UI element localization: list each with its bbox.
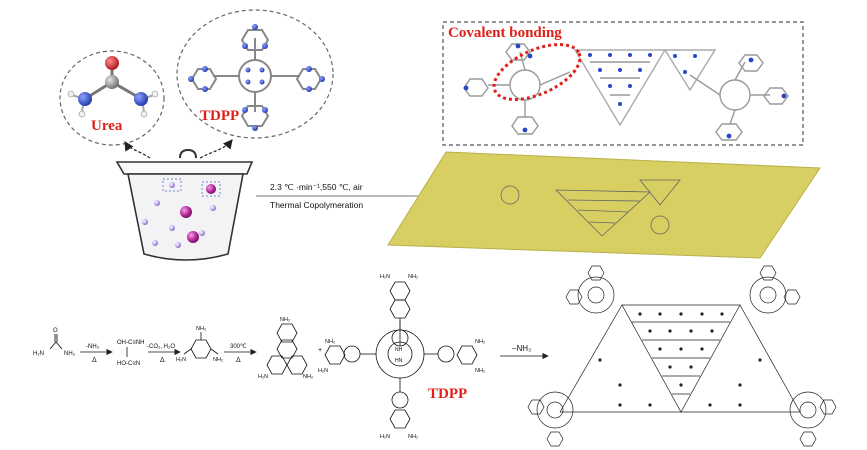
svg-text:NH₂: NH₂	[408, 434, 418, 440]
product-network	[527, 265, 837, 447]
svg-text:NH₂: NH₂	[475, 339, 485, 345]
heptazine-product	[266, 323, 308, 375]
urea-h2n: H₂N	[33, 351, 44, 357]
svg-text:NH: NH	[395, 347, 403, 353]
svg-text:Δ: Δ	[92, 357, 97, 364]
svg-text:+: +	[318, 347, 322, 354]
svg-text:H₂N: H₂N	[318, 368, 328, 374]
svg-text:NH₂: NH₂	[408, 274, 418, 280]
step1-label: -NH₃	[86, 344, 100, 350]
svg-text:NH₂: NH₂	[196, 326, 206, 332]
step2-label: -CO₂, H₂O	[147, 344, 175, 350]
svg-text:O: O	[53, 328, 58, 334]
arrow-to-urea	[124, 140, 151, 159]
urea-nh2: NH₂	[64, 351, 76, 357]
svg-text:Δ: Δ	[236, 357, 241, 364]
svg-text:NH₂: NH₂	[475, 368, 485, 374]
heptazine-structure	[183, 332, 219, 359]
crucible-icon	[115, 148, 254, 261]
tdpp-n-atoms	[188, 24, 325, 131]
svg-text:H₂N: H₂N	[258, 374, 268, 380]
svg-text:H₂N: H₂N	[380, 274, 390, 280]
tdpp-top-label: TDPP	[200, 108, 239, 124]
network-structure-icon	[463, 43, 789, 141]
urea-structure: O H₂N NH₂	[33, 328, 76, 357]
svg-text:H₂N: H₂N	[380, 434, 390, 440]
final-step-label: –NH₃	[512, 344, 531, 353]
tdpp-molecule-icon	[190, 29, 323, 127]
svg-text:NH₂: NH₂	[280, 317, 290, 323]
condition-line1: 2.3 ℃ ·min⁻¹,550 ℃, air	[270, 182, 363, 192]
product-network-nodes	[598, 312, 762, 407]
svg-text:NH₂: NH₂	[213, 357, 223, 363]
tdpp-structure	[324, 281, 478, 429]
svg-text:NH₂: NH₂	[325, 339, 335, 345]
intermediate-top: OH-C≡NH	[117, 340, 145, 346]
svg-text:HN: HN	[395, 358, 403, 364]
covalent-bonding-panel: Covalent bonding	[442, 21, 804, 146]
urea-bubble: Urea	[59, 50, 165, 146]
urea-label: Urea	[91, 118, 123, 134]
reaction-scheme: O H₂N NH₂ -NH₃ Δ OH-C≡NH HO-C≡N -CO₂, H₂…	[33, 265, 837, 447]
svg-text:H₂N: H₂N	[176, 357, 186, 363]
svg-text:Δ: Δ	[160, 357, 165, 364]
urea-molecule-icon	[67, 56, 159, 118]
covalent-bonding-label: Covalent bonding	[448, 25, 562, 41]
network-n-atoms	[463, 43, 787, 139]
step3-label: 300℃	[230, 344, 247, 350]
arrow-to-tdpp	[199, 139, 233, 159]
condition-line2: Thermal Copolymeration	[270, 200, 363, 210]
intermediate-bottom: HO-C≡N	[117, 361, 140, 367]
tdpp-bottom-label: TDPP	[428, 386, 467, 402]
tdpp-bubble: TDPP	[176, 9, 334, 139]
svg-text:NH₂: NH₂	[303, 374, 313, 380]
product-sheet	[387, 151, 821, 259]
covalent-bond-highlight	[492, 43, 582, 101]
